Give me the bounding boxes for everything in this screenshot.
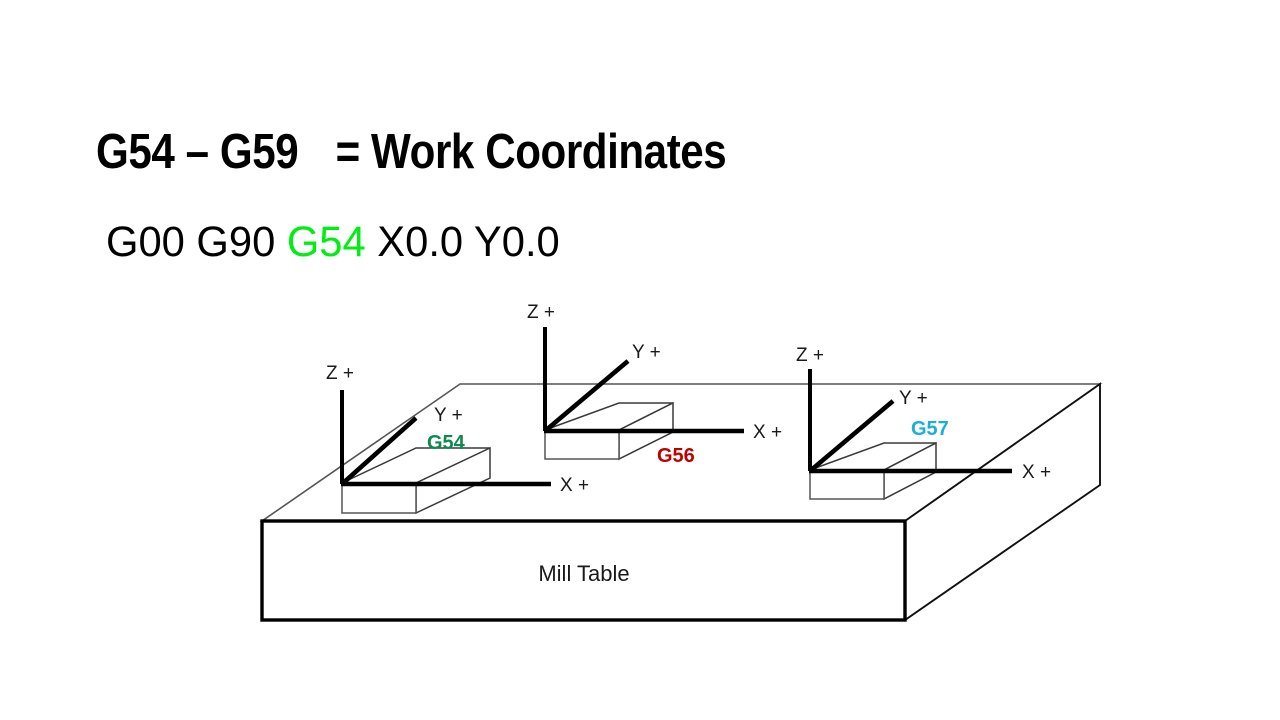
z-axis-label-g57: Z + [796, 345, 824, 366]
workpiece-block-front-g54 [341, 482, 417, 514]
gcode-highlight-g54: G54 [286, 218, 366, 266]
y-axis-g54 [340, 416, 418, 486]
x-axis-label-g56: X + [753, 422, 782, 443]
gcode-suffix: X0.0 Y0.0 [377, 218, 560, 266]
gcode-prefix: G00 G90 [106, 218, 287, 266]
page-title-left: G54 – G59 [96, 125, 299, 179]
y-axis-label-g56: Y + [632, 342, 661, 363]
x-axis-label-g54: X + [560, 475, 589, 496]
y-axis-g57 [808, 399, 895, 473]
workpiece-block-front-g57 [809, 469, 885, 500]
coordinate-system-g54: Z + Y + X + G54 [326, 363, 589, 515]
y-axis-label-g57: Y + [899, 388, 928, 409]
page-title-right: = Work Coordinates [335, 125, 727, 179]
wcs-label-g57: G57 [911, 418, 949, 440]
x-axis-label-g57: X + [1022, 462, 1051, 483]
coordinate-system-g57: Z + Y + X + G57 [796, 345, 1051, 501]
y-axis-label-g54: Y + [434, 405, 463, 426]
mill-table-front-face [260, 519, 907, 622]
y-axis-g56 [543, 359, 630, 433]
z-axis-label-g54: Z + [326, 363, 354, 384]
wcs-label-g56: G56 [657, 445, 695, 467]
z-axis-label-g56: Z + [527, 302, 555, 323]
gcode-line: G00 G90 G54 X0.0 Y0.0 [106, 218, 560, 267]
mill-table-label: Mill Table [538, 561, 629, 586]
wcs-label-g54: G54 [427, 432, 466, 454]
workpiece-block-front-g56 [544, 429, 620, 460]
page-title: G54 – G59 = Work Coordinates [96, 124, 727, 180]
coordinate-system-g56: Z + Y + X + G56 [527, 302, 782, 467]
